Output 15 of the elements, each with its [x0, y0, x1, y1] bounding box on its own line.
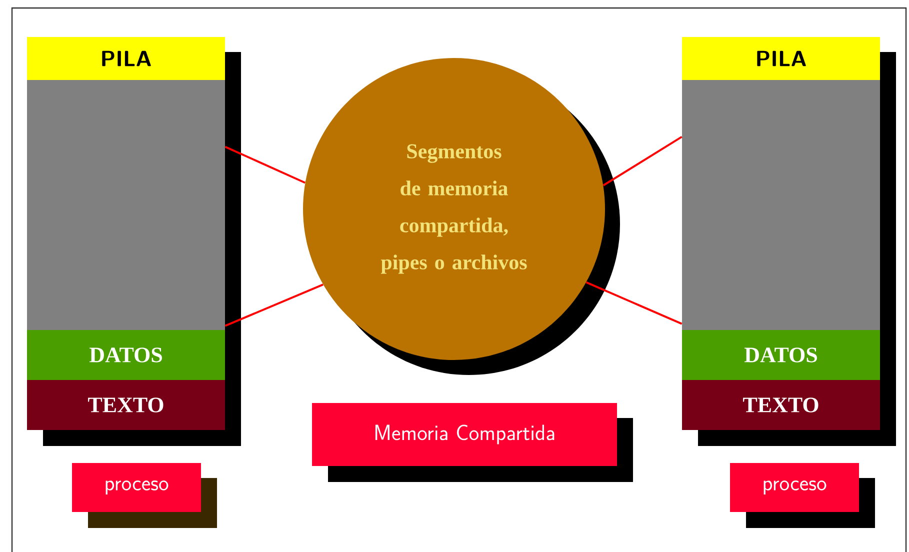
- stack-segment: PILA: [27, 37, 225, 80]
- connector-line: [586, 281, 682, 325]
- stack-segment: TEXTO: [682, 380, 880, 430]
- stack-segment: DATOS: [682, 330, 880, 380]
- label-box: Memoria Compartida: [312, 403, 617, 466]
- label-box: proceso: [72, 463, 201, 512]
- memory-region: [27, 80, 225, 330]
- label-box: proceso: [730, 463, 859, 512]
- connector-line: [224, 146, 306, 184]
- connector-line: [602, 136, 682, 186]
- memory-region: [682, 80, 880, 330]
- stack-segment: TEXTO: [27, 380, 225, 430]
- connector-line: [224, 284, 324, 327]
- stack-segment: DATOS: [27, 330, 225, 380]
- stack-segment: PILA: [682, 37, 880, 80]
